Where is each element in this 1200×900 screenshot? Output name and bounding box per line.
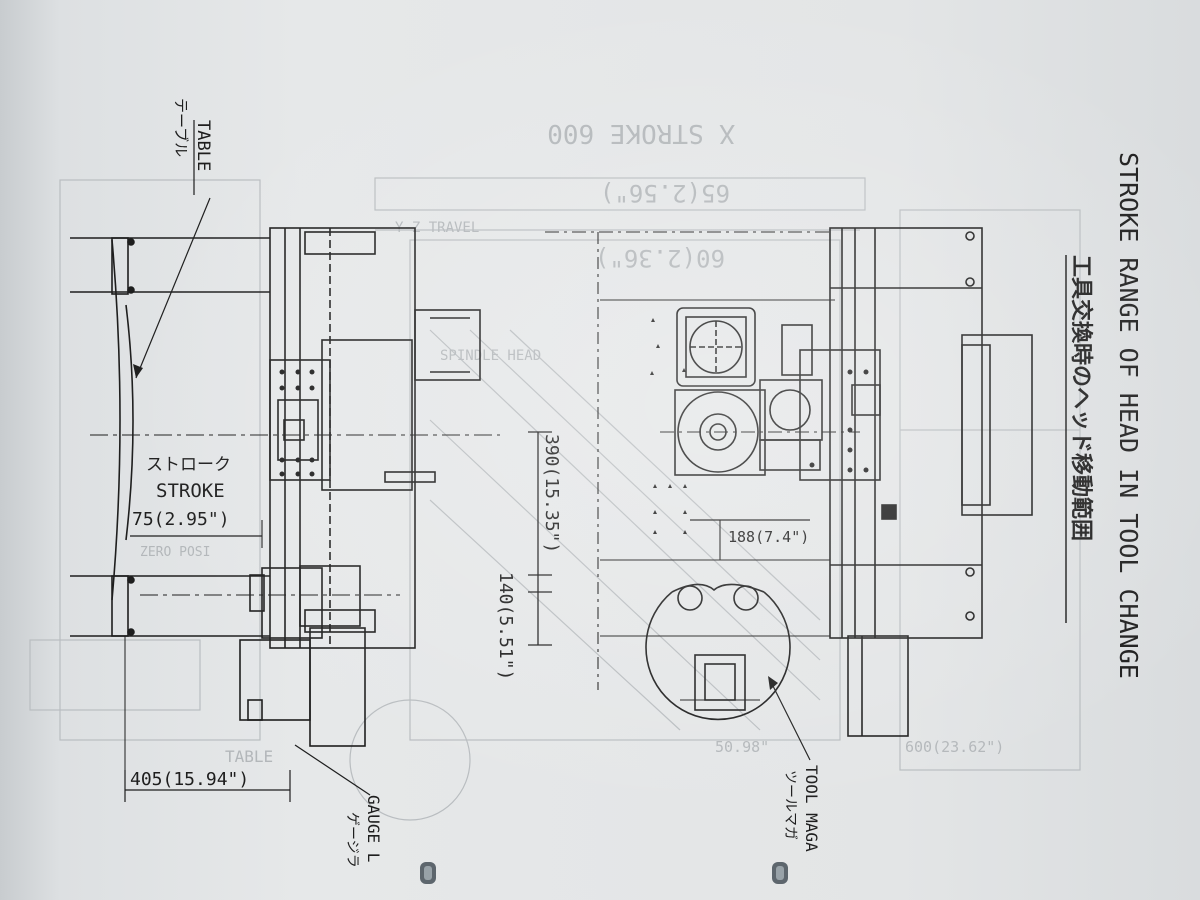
table-label-en: TABLE <box>193 120 213 171</box>
bleed-through-layer <box>29 177 1081 821</box>
dim-stroke-75: 75(2.95") <box>132 509 230 530</box>
table-inner-curve <box>125 304 134 541</box>
ink-layer <box>70 197 1033 802</box>
ghost-table: TABLE <box>225 747 273 766</box>
text-layer: STROKE RANGE OF HEAD IN TOOL CHANGE 工具交換… <box>130 98 1143 868</box>
tool-mag-label-en: TOOL MAGA <box>802 765 821 852</box>
stroke-label-en: STROKE <box>156 480 225 502</box>
gauge-label-en: GAUGE L <box>364 795 383 862</box>
ghost-dim-65: 65(2.56") <box>600 179 730 207</box>
dim-140: 140(5.51") <box>495 572 516 680</box>
right-view <box>829 227 1033 737</box>
stroke-label-ja: ストローク <box>146 455 231 475</box>
dim-390: 390(15.35") <box>541 434 562 553</box>
tool-mag-label-ja: ツールマガ <box>782 770 798 840</box>
ghost-5098: 50.98" <box>715 738 769 756</box>
title-ja: 工具交換時のヘッド移動範囲 <box>1068 255 1094 541</box>
title-en: STROKE RANGE OF HEAD IN TOOL CHANGE <box>1114 152 1143 679</box>
ghost-600: 600(23.62") <box>905 738 1004 756</box>
ghost-dim-60: 60(2.36") <box>595 244 725 272</box>
ghost-x-stroke: X STROKE 600 <box>547 118 735 148</box>
left-view <box>70 197 500 802</box>
gauge-label-ja: ゲージラ <box>344 812 360 868</box>
dim-188: 188(7.4") <box>728 528 809 546</box>
table-edge-curve <box>111 239 121 601</box>
ghost-travel: Y-Z TRAVEL <box>395 220 479 236</box>
ghost-zero: ZERO POSI <box>140 545 210 560</box>
table-label-ja: テーブル <box>172 98 190 157</box>
dim-405: 405(15.94") <box>130 769 249 790</box>
middle-view <box>528 231 881 761</box>
binder-rings <box>420 862 788 884</box>
bleed-through-text: X STROKE 600 65(2.56") 60(2.36") Y-Z TRA… <box>140 118 1004 766</box>
ghost-head: SPINDLE HEAD <box>440 348 541 364</box>
